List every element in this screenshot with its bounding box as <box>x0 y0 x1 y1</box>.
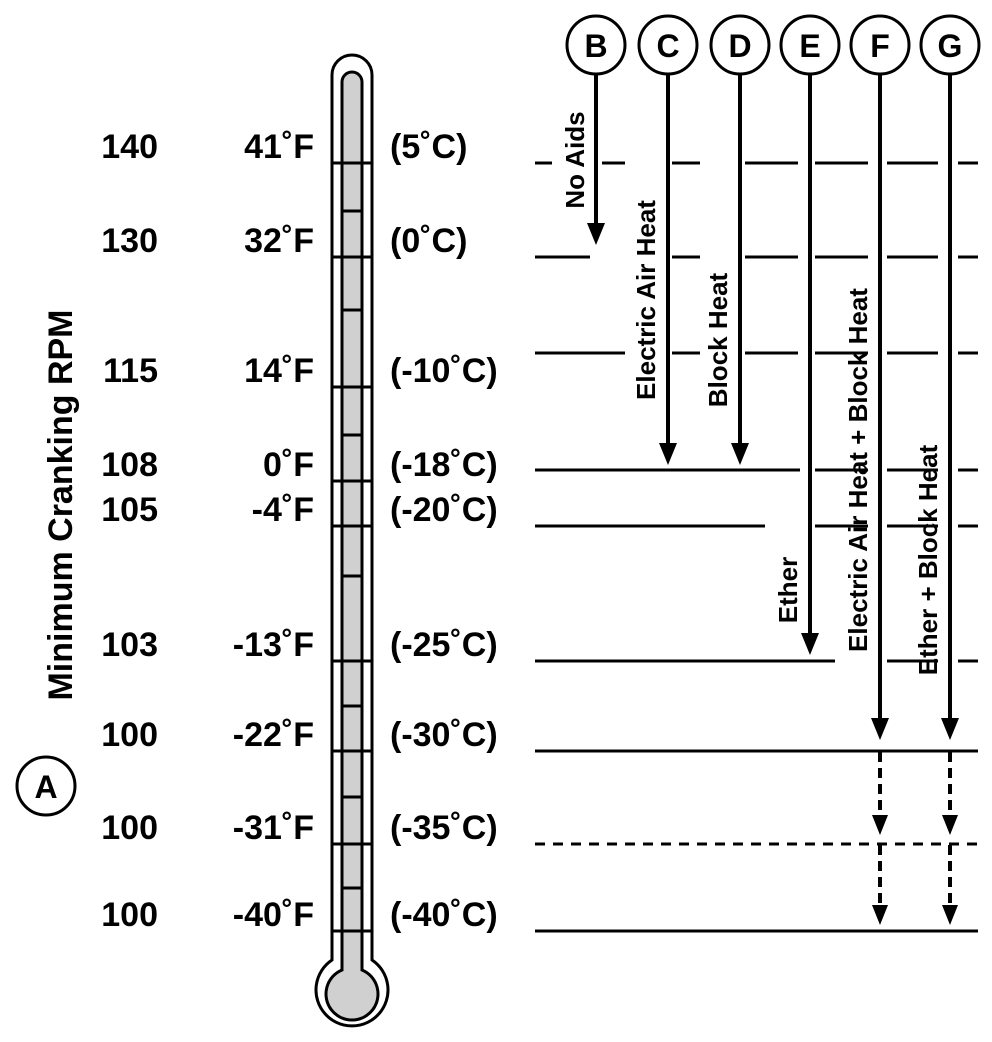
temp-fahrenheit: 41˚F <box>244 128 314 166</box>
column-marker-letter: F <box>870 28 890 64</box>
row-label-group: 105 -4˚F (-20˚C) <box>101 491 497 529</box>
rpm-value: 100 <box>101 896 158 934</box>
aid-column-f: F Electric Air Heat + Block Heat <box>843 14 911 925</box>
column-dashed-arrowhead <box>872 815 888 835</box>
row-label-group: 103 -13˚F (-25˚C) <box>101 626 497 664</box>
column-aid-label: Block Heat <box>703 272 733 407</box>
temp-celsius: (-25˚C) <box>390 626 498 664</box>
rpm-value: 108 <box>101 446 158 484</box>
column-dashed-arrowhead <box>872 905 888 925</box>
row-label-group: 108 0˚F (-18˚C) <box>101 446 497 484</box>
temp-celsius: (0˚C) <box>390 222 467 260</box>
aid-columns: B No Aids C Electric Air Heat D Block Heat E Et… <box>560 14 981 925</box>
column-arrowhead <box>659 443 677 465</box>
temp-celsius: (-10˚C) <box>390 352 498 390</box>
temp-celsius: (-18˚C) <box>390 446 498 484</box>
temp-fahrenheit: -40˚F <box>233 896 314 934</box>
aid-column-d: D Block Heat <box>703 14 771 465</box>
row-label-group: 100 -22˚F (-30˚C) <box>101 716 497 754</box>
temp-fahrenheit: 0˚F <box>263 446 314 484</box>
temp-fahrenheit: -22˚F <box>233 716 314 754</box>
row-label-group: 130 32˚F (0˚C) <box>101 222 467 260</box>
temp-fahrenheit: -13˚F <box>233 626 314 664</box>
rpm-value: 130 <box>101 222 158 260</box>
column-arrowhead <box>801 633 819 655</box>
temp-fahrenheit: 32˚F <box>244 222 314 260</box>
row-label-group: 115 14˚F (-10˚C) <box>103 352 498 390</box>
column-dashed-arrowhead <box>942 905 958 925</box>
row-lines <box>535 161 978 933</box>
column-aid-label: Ether <box>773 557 803 623</box>
column-aid-label: Electric Air Heat + Block Heat <box>843 288 873 652</box>
column-arrowhead <box>731 443 749 465</box>
temp-celsius: (-30˚C) <box>390 716 498 754</box>
aid-column-c: C Electric Air Heat <box>631 14 699 465</box>
row-label-group: 100 -31˚F (-35˚C) <box>101 809 497 847</box>
axis-marker-letter: A <box>34 769 57 805</box>
thermometer-scale <box>332 161 372 933</box>
axis-marker-a: A <box>15 755 77 817</box>
column-marker-letter: G <box>938 28 963 64</box>
temp-celsius: (5˚C) <box>390 128 467 166</box>
row-labels: 140 41˚F (5˚C) 130 32˚F (0˚C) 115 14˚F (-10˚C) 10… <box>101 128 497 934</box>
rpm-value: 115 <box>103 352 158 390</box>
column-arrowhead <box>587 223 605 245</box>
column-marker-letter: B <box>584 28 607 64</box>
axis-title: Minimum Cranking RPM <box>42 309 80 700</box>
temp-celsius: (-35˚C) <box>390 809 498 847</box>
rpm-value: 100 <box>101 809 158 847</box>
temp-fahrenheit: -31˚F <box>233 809 314 847</box>
aid-column-e: E Ether <box>773 14 841 655</box>
column-arrowhead <box>941 718 959 740</box>
column-aid-label: No Aids <box>560 111 590 208</box>
row-label-group: 140 41˚F (5˚C) <box>101 128 467 166</box>
temp-fahrenheit: -4˚F <box>252 491 314 529</box>
column-arrowhead <box>871 718 889 740</box>
rpm-value: 103 <box>101 626 158 664</box>
column-marker-letter: D <box>728 28 751 64</box>
temp-celsius: (-20˚C) <box>390 491 498 529</box>
row-label-group: 100 -40˚F (-40˚C) <box>101 896 497 934</box>
thermometer-icon <box>314 53 390 1028</box>
column-aid-label: Ether + Block Heat <box>913 444 943 675</box>
temp-fahrenheit: 14˚F <box>244 352 314 390</box>
column-marker-letter: E <box>799 28 820 64</box>
column-dashed-arrowhead <box>942 815 958 835</box>
rpm-value: 105 <box>101 491 158 529</box>
column-marker-letter: C <box>656 28 679 64</box>
rpm-value: 100 <box>101 716 158 754</box>
column-aid-label: Electric Air Heat <box>631 200 661 400</box>
rpm-value: 140 <box>101 128 158 166</box>
aid-column-g: G Ether + Block Heat <box>913 14 981 925</box>
temp-celsius: (-40˚C) <box>390 896 498 934</box>
aid-column-b: B No Aids <box>560 14 627 245</box>
